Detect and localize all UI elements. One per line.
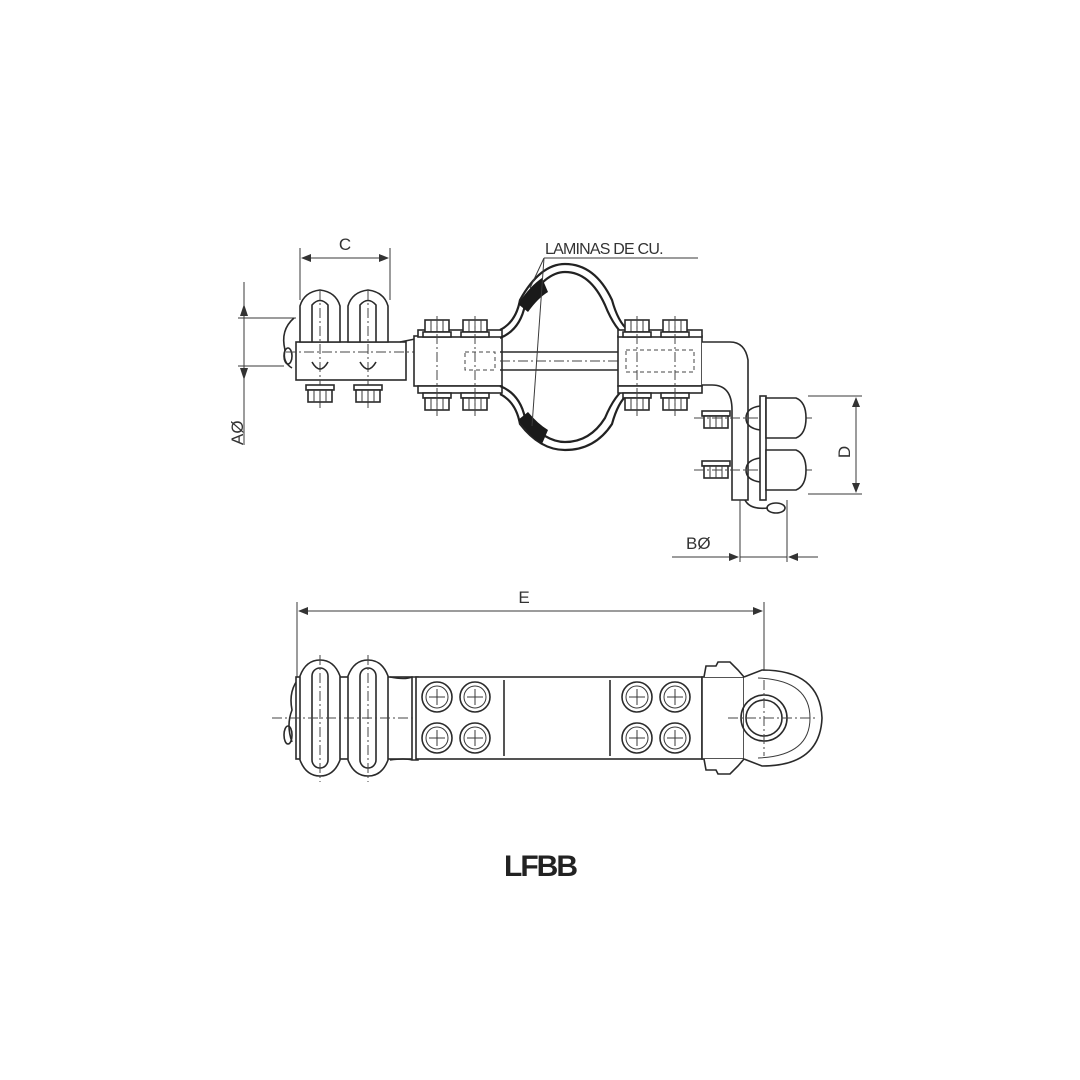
product-title: LFBB [504, 850, 578, 883]
plan-right-clamp [701, 661, 823, 775]
dimension-a-label: AØ [228, 420, 247, 445]
dimension-c-label: C [339, 235, 351, 254]
laminas-callout: LAMINAS DE CU. [529, 241, 698, 427]
left-clamp [282, 289, 420, 410]
callout-label: LAMINAS DE CU. [545, 241, 663, 258]
dimension-d-label: D [835, 446, 854, 458]
copper-band-lower [518, 412, 548, 444]
dimension-b-label: BØ [686, 534, 711, 553]
dimension-e-label: E [518, 588, 529, 607]
side-elevation-view: C AØ [228, 235, 862, 562]
right-connector-plate [617, 316, 703, 416]
dimension-d: D [808, 395, 862, 495]
dimension-b: BØ [672, 500, 818, 562]
plan-left-clamp [272, 655, 419, 782]
copper-band-upper [518, 278, 548, 312]
dimension-a: AØ [228, 282, 296, 445]
dimension-c: C [299, 235, 391, 300]
plan-main-bar [415, 676, 703, 760]
left-connector-plate [399, 316, 503, 416]
right-clamp [694, 395, 812, 514]
top-plan-view: E [272, 588, 823, 782]
